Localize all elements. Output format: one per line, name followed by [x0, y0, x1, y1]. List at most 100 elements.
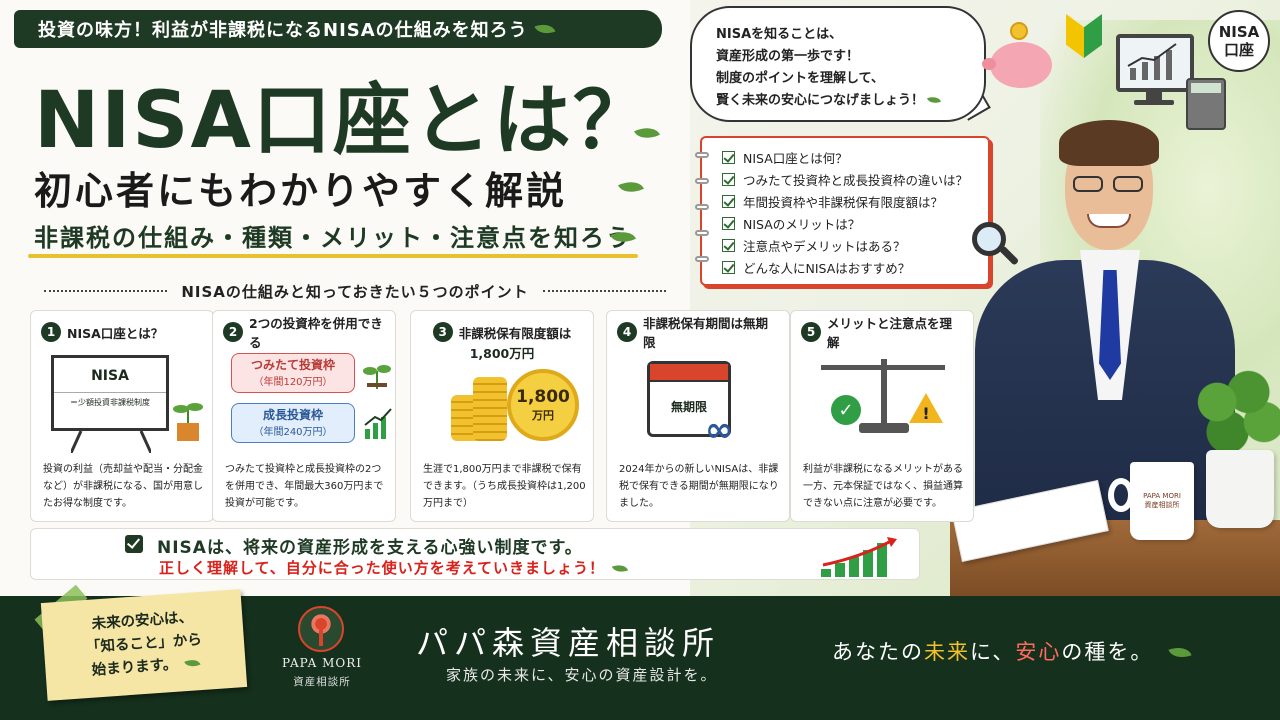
infinity-icon: ∞	[705, 410, 734, 450]
section-heading: NISAの仕組みと知っておきたい５つのポイント	[30, 280, 680, 302]
point-title: メリットと注意点を理解	[827, 316, 953, 350]
checkbox-checked-icon	[722, 194, 735, 208]
brand-name: パパ森資産相談所	[416, 624, 721, 662]
whiteboard-icon: NISA ＝少額投資非課税制度	[51, 355, 169, 431]
mug-line1: PAPA MORI	[1143, 492, 1181, 500]
calculator-screen	[1191, 83, 1221, 93]
checklist-item: 年間投資枠や非課税保有限度額は？	[722, 190, 978, 212]
point-card-5: 5 メリットと注意点を理解 ✓ ! 利益が非課税になるメリットがある一方、元本保証…	[790, 310, 974, 522]
checklist-item: 注意点やデメリットはある？	[722, 234, 978, 256]
limit-coin: 1,800 万円	[507, 369, 579, 441]
piggy-snout	[982, 58, 996, 70]
point-number: 3	[432, 322, 453, 342]
sprout-icon	[363, 365, 391, 389]
leaf-icon	[927, 94, 942, 106]
bubble-line: 制度のポイントを理解して、	[716, 71, 884, 86]
notebook-ring	[695, 204, 709, 210]
point-text: 利益が非課税になるメリットがある一方、元本保証ではなく、損益通算できない点に注意…	[803, 464, 963, 509]
point-text: 投資の利益（売却益や配当・分配金など）が非課税になる、国が用意したお得な制度です…	[43, 464, 203, 509]
point-card-3: 3 非課税保有限度額は 1,800万円 1,800 万円 生涯で1,800万円まで…	[410, 310, 594, 522]
ok-check-icon: ✓	[831, 395, 861, 425]
piggy-bank-icon	[990, 42, 1052, 88]
nisa-badge-line2: 口座	[1223, 41, 1254, 59]
point-text: 2024年からの新しいNISAは、非課税で保有できる期間が無期限になりました。	[619, 464, 779, 509]
point-number: 5	[801, 322, 821, 342]
checklist-item: NISA口座とは何？	[722, 146, 978, 168]
section-heading-text: NISAの仕組みと知っておきたい５つのポイント	[181, 282, 529, 301]
checklist-item: どんな人にNISAはおすすめ？	[722, 256, 978, 278]
point-number: 2	[223, 322, 243, 342]
point-number: 1	[41, 322, 61, 342]
monitor-base	[1134, 100, 1174, 105]
leaf-icon	[183, 656, 201, 671]
scale-base	[859, 423, 909, 433]
advisor-photo	[975, 110, 1235, 550]
notebook-ring	[695, 256, 709, 262]
nisa-badge: NISA 口座	[1208, 10, 1270, 72]
monitor-stand	[1146, 92, 1162, 102]
notebook-ring	[695, 152, 709, 158]
checkbox-checked-icon	[722, 238, 735, 252]
top-banner: 投資の味方！利益が非課税になるNISAの仕組みを知ろう	[14, 10, 662, 48]
notebook-ring	[695, 230, 709, 236]
growth-pill: 成長投資枠 （年間240万円）	[231, 403, 355, 443]
top-banner-text: 投資の味方！利益が非課税になるNISAの仕組みを知ろう	[38, 20, 528, 41]
brand-subtitle: 家族の未来に、安心の資産設計を。	[446, 666, 718, 684]
point-title: 2つの投資枠を併用できる	[249, 316, 383, 350]
checklist-item: つみたて投資枠と成長投資枠の違いは？	[722, 168, 978, 190]
beginner-mark-icon	[1066, 14, 1102, 62]
point-title: 非課税保有期間は無期限	[643, 316, 769, 350]
logo-text-en: PAPA MORI	[282, 656, 362, 670]
nisa-badge-line1: NISA	[1218, 23, 1260, 41]
warning-icon: !	[909, 393, 943, 423]
check-icon	[125, 535, 143, 553]
checkbox-checked-icon	[722, 150, 735, 164]
checkbox-checked-icon	[722, 216, 735, 230]
bubble-line: 賢く未来の安心につなげましょう！	[716, 90, 960, 112]
sprout-icon	[173, 403, 203, 441]
point-title-2: 1,800万円	[469, 346, 535, 361]
dotted-divider	[44, 290, 168, 292]
speech-bubble: NISAを知ることは、 資産形成の第一歩です！ 制度のポイントを理解して、 賢く…	[690, 6, 986, 122]
mug-line2: 資産相談所	[1144, 501, 1180, 509]
calendar-icon: 無期限	[647, 361, 731, 437]
plant-icon	[1186, 362, 1280, 462]
whiteboard-legs	[71, 431, 151, 453]
sticky-note: 未来の安心は、 「知ること」から 始まります。	[40, 589, 248, 701]
logo-tree-trunk	[319, 628, 323, 646]
page-subtitle-2: 非課税の仕組み・種類・メリット・注意点を知ろう	[34, 224, 632, 252]
leaf-icon	[611, 561, 629, 576]
chart-monitor-icon	[1116, 34, 1194, 92]
page-title: NISA口座とは？	[34, 76, 653, 166]
balance-scale-icon	[881, 359, 887, 425]
yellow-underline	[28, 254, 638, 258]
conclusion-box: NISAは、将来の資産形成を支える心強い制度です。 正しく理解して、自分に合った…	[30, 528, 920, 580]
point-number: 4	[617, 322, 637, 342]
leaf-icon	[534, 20, 556, 38]
plant-pot	[1206, 450, 1274, 528]
mug: PAPA MORI 資産相談所	[1130, 462, 1194, 540]
point-title: 非課税保有限度額は	[458, 325, 572, 341]
bubble-line: NISAを知ることは、	[716, 27, 843, 42]
checklist-notebook: NISA口座とは何？ つみたて投資枠と成長投資枠の違いは？ 年間投資枠や非課税保…	[695, 136, 990, 286]
tsumitate-pill: つみたて投資枠 （年間120万円）	[231, 353, 355, 393]
point-card-1: 1 NISA口座とは？ NISA ＝少額投資非課税制度 投資の利益（売却益や配当・…	[30, 310, 214, 522]
point-card-2: 2 2つの投資枠を併用できる つみたて投資枠 （年間120万円） 成長投資枠 （年…	[212, 310, 396, 522]
calendar-text: 無期限	[670, 400, 707, 414]
growth-bars-icon	[821, 537, 901, 577]
dotted-divider	[542, 290, 667, 292]
leaf-icon	[1168, 642, 1192, 663]
board-title: NISA	[91, 368, 129, 384]
checkbox-checked-icon	[722, 172, 735, 186]
conclusion-line1: NISAは、将来の資産形成を支える心強い制度です。	[157, 538, 583, 558]
point-text: 生涯で1,800万円まで非課税で保有できます。（うち成長投資枠は1,200万円ま…	[423, 464, 586, 509]
page-subtitle: 初心者にもわかりやすく解説	[34, 169, 568, 213]
point-title: NISA口座とは？	[67, 325, 164, 341]
notebook-ring	[695, 178, 709, 184]
checkbox-checked-icon	[722, 260, 735, 274]
coin-stack-icon	[473, 377, 507, 441]
bubble-line: 資産形成の第一歩です！	[716, 49, 860, 64]
point-text: つみたて投資枠と成長投資枠の2つを併用でき、年間最大360万円まで投資が可能です…	[225, 464, 384, 509]
checklist-item: NISAのメリットは？	[722, 212, 978, 234]
coin-icon	[1010, 22, 1028, 40]
